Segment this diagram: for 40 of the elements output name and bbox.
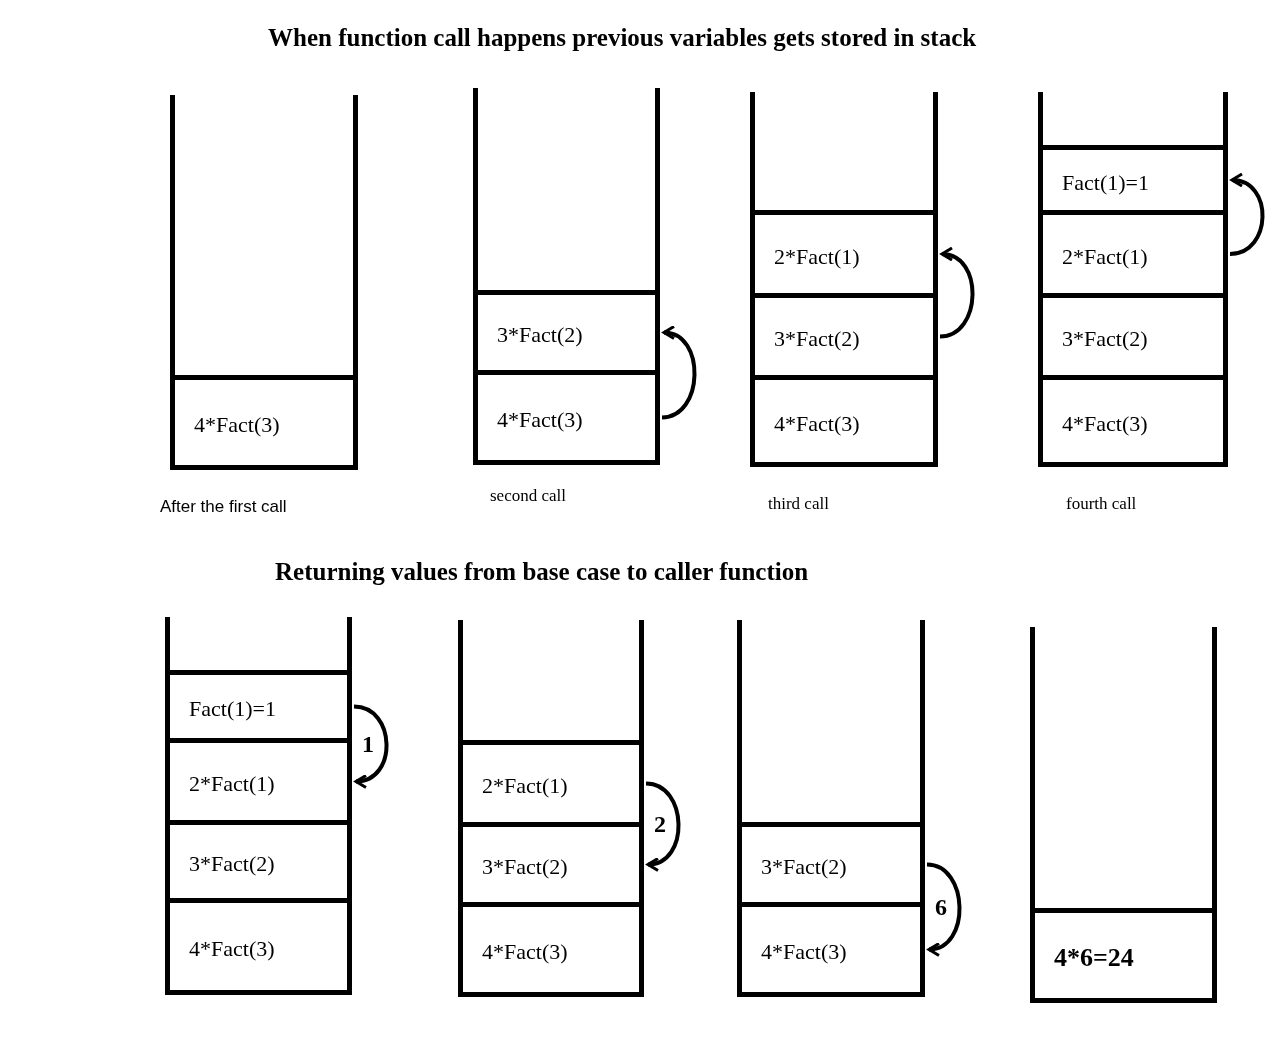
stack-frame: 4*Fact(3) — [750, 375, 938, 467]
stack-frame: 3*Fact(2) — [165, 820, 352, 903]
stack-frame: 4*Fact(3) — [170, 375, 358, 470]
stack-caption: second call — [490, 486, 566, 506]
stack-frame: Fact(1)=1 — [165, 670, 352, 743]
stack-frame: 4*6=24 — [1030, 908, 1217, 1003]
curved-arrow — [939, 248, 975, 339]
stack-frame: Fact(1)=1 — [1038, 145, 1228, 215]
stack-container — [165, 617, 352, 995]
stack-container — [473, 88, 660, 465]
stack-frame: 2*Fact(1) — [458, 740, 644, 827]
stack-frame: 4*Fact(3) — [458, 902, 644, 997]
stack-frame: 3*Fact(2) — [473, 290, 660, 375]
stack-container — [737, 620, 925, 997]
stack-frame: 4*Fact(3) — [1038, 375, 1228, 467]
stack-container — [170, 95, 358, 470]
stack-caption: fourth call — [1066, 494, 1137, 514]
curved-arrow — [1229, 174, 1265, 256]
stack-container — [750, 92, 938, 467]
curved-arrow — [353, 704, 389, 788]
stack-container — [458, 620, 644, 997]
curved-arrow — [661, 326, 697, 420]
stack-frame: 2*Fact(1) — [1038, 210, 1228, 298]
stack-frame: 3*Fact(2) — [750, 293, 938, 380]
stack-caption: third call — [768, 494, 829, 514]
stack-frame: 2*Fact(1) — [165, 738, 352, 825]
curved-arrow — [926, 862, 962, 956]
stack-frame: 3*Fact(2) — [1038, 293, 1228, 380]
stack-caption: After the first call — [160, 497, 287, 517]
stack-frame: 3*Fact(2) — [737, 822, 925, 907]
stack-frame: 4*Fact(3) — [473, 370, 660, 465]
stack-frame: 2*Fact(1) — [750, 210, 938, 298]
curved-arrow — [645, 781, 681, 871]
heading: Returning values from base case to caller function — [275, 558, 809, 586]
stack-container — [1038, 92, 1228, 467]
stack-frame: 4*Fact(3) — [165, 898, 352, 995]
stack-frame: 3*Fact(2) — [458, 822, 644, 907]
title: When function call happens previous variables gets stored in stack — [268, 24, 977, 52]
stack-container — [1030, 627, 1217, 1003]
stack-frame: 4*Fact(3) — [737, 902, 925, 997]
